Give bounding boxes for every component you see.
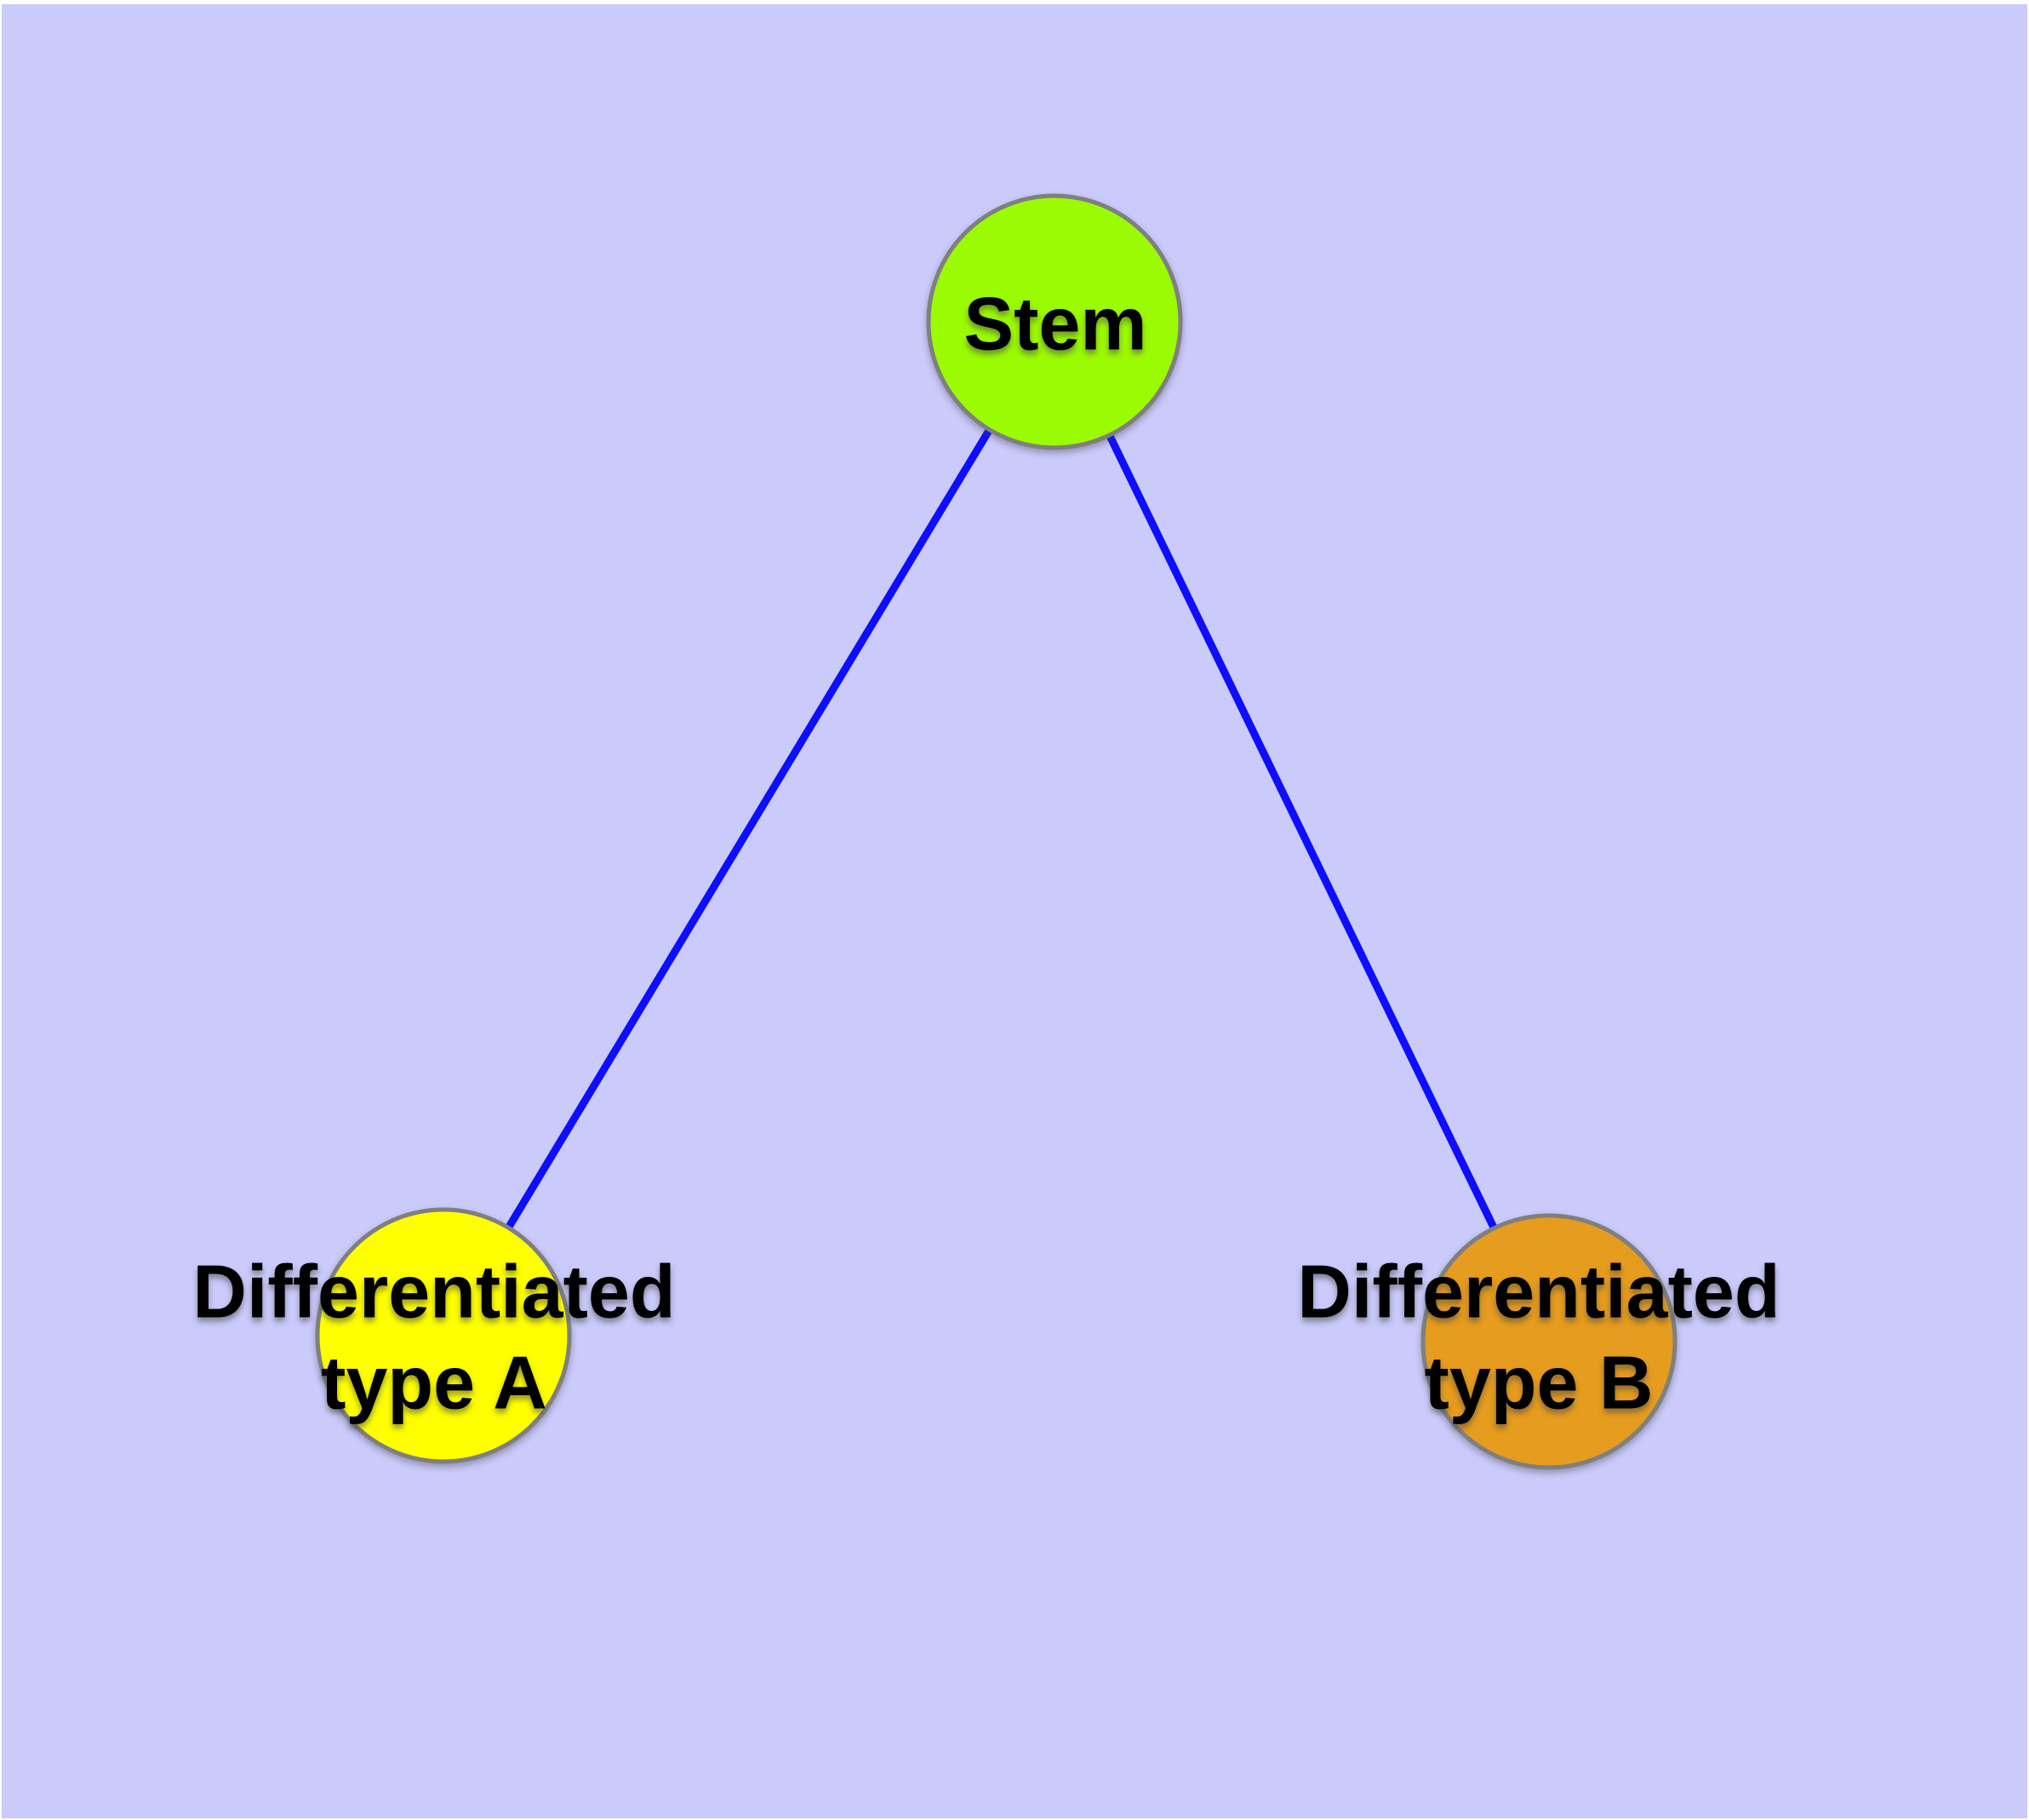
diagram-canvas: Stem Differentiated type A Differentiate… xyxy=(2,4,2027,1818)
node-differentiated-type-a xyxy=(315,1207,572,1464)
node-differentiated-type-b xyxy=(1420,1213,1677,1470)
edge-stem-to-type-b xyxy=(1050,320,1553,1343)
graph-svg xyxy=(2,4,2027,1818)
node-stem xyxy=(926,193,1183,450)
edge-stem-to-type-a xyxy=(440,319,1058,1338)
